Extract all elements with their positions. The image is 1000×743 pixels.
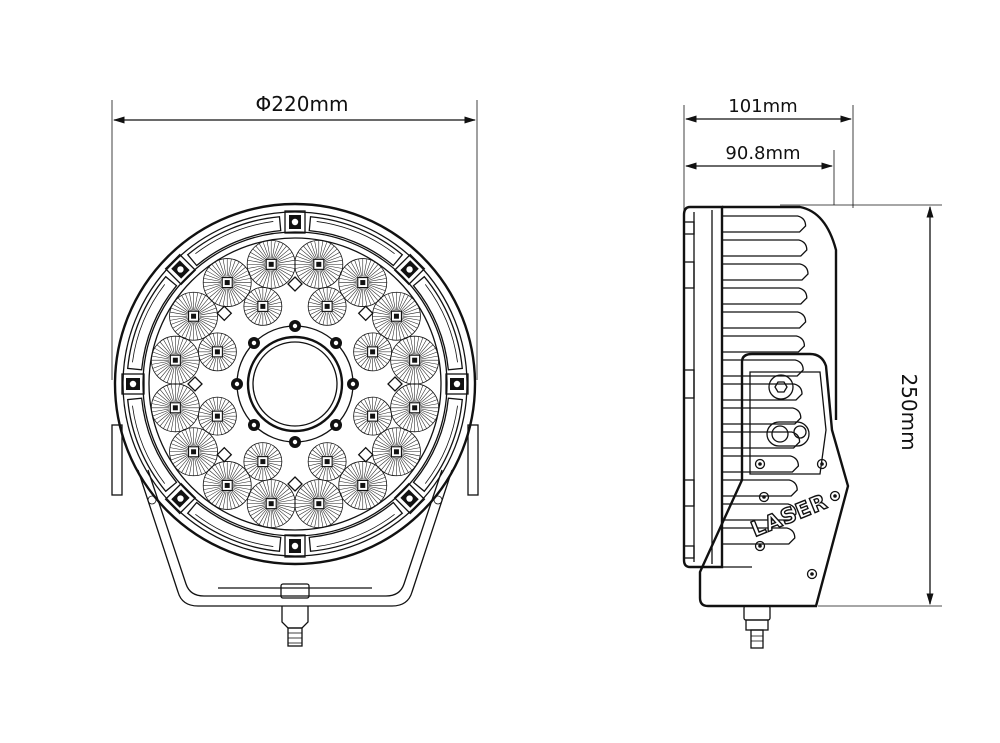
led-reflector [243,286,283,326]
cooling-fin [722,359,804,377]
led-reflector [202,258,252,307]
led-reflector [372,291,421,341]
bracket-screw [754,540,766,552]
led-reflector [197,396,237,436]
led-reflector [372,427,421,477]
mounting-bracket [111,424,479,607]
cooling-fin [722,215,807,233]
bezel-clip [284,534,306,558]
bracket-screw [816,458,828,470]
side-view: 101mm 90.8mm 250mm [682,96,942,649]
cooling-fin [722,287,808,305]
inner-bezel-ring [142,231,448,537]
led-reflector [307,286,347,326]
led-reflector [246,479,296,529]
led-reflector [202,461,252,510]
separator-diamond [357,305,374,322]
separator-diamond [216,446,233,463]
bracket-screw [806,568,818,580]
lamp-body-side [682,205,838,569]
led-reflector [169,291,218,341]
led-reflector-array [150,239,440,529]
led-reflector [243,442,283,482]
bezel-clip [164,482,197,515]
cooling-fins [722,215,809,545]
diameter-label: Φ220mm [256,92,349,116]
bezel-slot [186,216,282,267]
center-lens-pod [231,320,359,448]
cooling-fin [722,455,800,473]
cooling-fin [722,239,808,257]
diameter-dimension: Φ220mm [111,92,478,380]
bezel-slot [412,275,463,371]
led-reflector [353,396,393,436]
cooling-fin [722,311,807,329]
led-reflector [150,383,200,433]
led-reflector [150,335,200,385]
body-depth-dimension: 90.8mm [684,143,835,205]
outer-housing-ring [113,202,477,566]
led-reflector [390,335,440,385]
bezel-slot [186,501,282,552]
separator-diamond [387,376,403,392]
led-reflector [246,239,296,289]
depth-label: 101mm [728,96,797,117]
bezel-slot [127,275,178,371]
bezel-slots [127,216,463,552]
cooling-fin [722,479,798,497]
separator-diamond [187,376,203,392]
led-reflector [294,479,344,529]
bezel-clip [393,482,426,515]
cooling-fin [722,503,797,521]
body-depth-label: 90.8mm [725,143,800,164]
led-reflector [353,332,393,372]
bezel-clip [445,373,469,395]
bezel-slot [308,216,404,267]
bracket-screw [758,491,770,503]
cooling-fin [722,431,801,449]
separator-diamond [216,305,233,322]
led-reflector [169,427,218,477]
led-reflector [197,332,237,372]
front-view: Φ220mm [111,92,479,647]
led-reflector [338,461,388,510]
led-reflector [338,258,388,307]
depth-dimension: 101mm [683,96,854,215]
separator-diamond [287,276,303,292]
height-dimension: 250mm [780,204,942,607]
led-reflector [294,239,344,289]
cooling-fin [722,263,809,281]
separator-diamond [357,446,374,463]
bracket-screw [829,490,841,502]
brand-label: LASER [748,489,831,541]
cooling-fin [722,527,796,545]
height-label: 250mm [897,373,921,450]
separator-diamond [287,476,303,492]
led-reflector [307,442,347,482]
led-reflector [390,383,440,433]
bracket-screw [754,458,766,470]
bezel-slot [412,397,463,493]
mounting-bolt [280,583,310,647]
bezel-clips [121,210,469,558]
bezel-clip [284,210,306,234]
bezel-clip [121,373,145,395]
cooling-fin [722,407,802,425]
bezel-clip [393,253,426,286]
bezel-slot [127,397,178,493]
cooling-fin [722,335,806,353]
bezel-clip [164,253,197,286]
bezel-slot [308,501,404,552]
cooling-fin [722,383,803,401]
side-mounting-bolt [743,605,771,649]
